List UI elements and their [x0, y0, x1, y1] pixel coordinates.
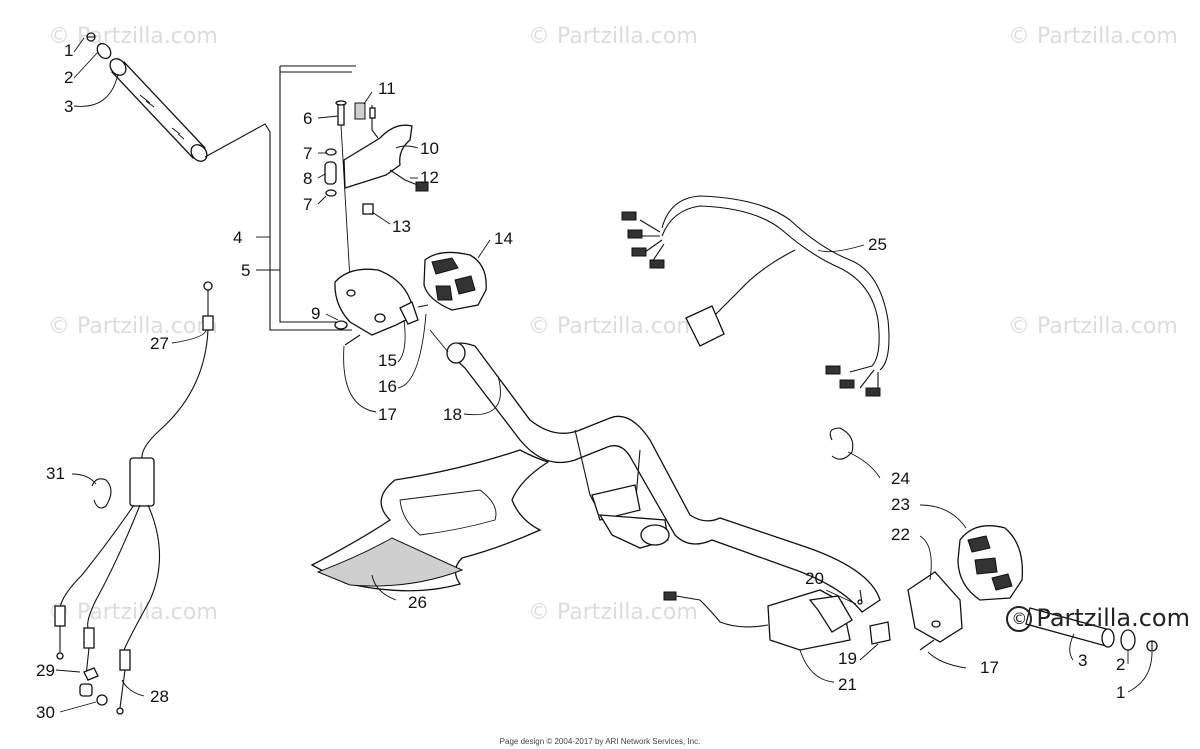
callout-2: 2 [64, 68, 73, 87]
watermark: © Partzilla.com [528, 24, 698, 49]
callout-7: 7 [303, 144, 312, 163]
callout-21: 21 [838, 675, 857, 694]
watermark: © Partzilla.com [1008, 314, 1178, 339]
callout-13: 13 [392, 217, 411, 236]
copyright-icon: © [1006, 606, 1033, 632]
callout-10: 10 [420, 139, 439, 158]
callout-12: 12 [420, 168, 439, 187]
throttle-cable-assembly [54, 281, 214, 715]
page-footer: Page design © 2004-2017 by ARI Network S… [499, 737, 701, 746]
callout-9: 9 [311, 304, 320, 323]
watermark: © Partzilla.com [528, 314, 698, 339]
callout-7: 7 [303, 195, 312, 214]
callout-16: 16 [378, 377, 397, 396]
callout-17: 17 [980, 658, 999, 677]
callout-8: 8 [303, 169, 312, 188]
callout-2: 2 [1116, 655, 1125, 674]
callout-30: 30 [36, 703, 55, 722]
callout-14: 14 [494, 229, 513, 248]
callout-20: 20 [805, 569, 824, 588]
partzilla-brand: ©Partzilla.com [1006, 604, 1190, 632]
callout-15: 15 [378, 351, 397, 370]
callout-28: 28 [150, 687, 169, 706]
left-grip-assembly [86, 32, 208, 162]
lever-hardware [324, 100, 429, 281]
callout-3: 3 [1078, 651, 1087, 670]
handlebar-pad [310, 449, 550, 592]
callout-17: 17 [378, 405, 397, 424]
watermark: © Partzilla.com [48, 314, 218, 339]
callout-5: 5 [241, 261, 250, 280]
watermark: © Partzilla.com [48, 600, 218, 625]
callout-4: 4 [233, 228, 242, 247]
watermark: © Partzilla.com [1008, 24, 1178, 49]
wiring-harness [621, 195, 890, 397]
callout-26: 26 [408, 593, 427, 612]
callout-25: 25 [868, 235, 887, 254]
callout-1: 1 [1116, 683, 1125, 702]
watermark: © Partzilla.com [48, 24, 218, 49]
callouts: 1 2 3 4 5 6 7 8 7 9 10 11 12 13 14 15 16… [36, 41, 1125, 722]
left-switch-housing [334, 251, 487, 346]
callout-6: 6 [303, 109, 312, 128]
callout-22: 22 [891, 525, 910, 544]
callout-23: 23 [891, 495, 910, 514]
callout-24: 24 [891, 469, 910, 488]
callout-27: 27 [150, 334, 169, 353]
callout-18: 18 [443, 405, 462, 424]
leader-lines [55, 37, 1153, 713]
callout-3: 3 [64, 97, 73, 116]
watermark: © Partzilla.com [528, 600, 698, 625]
grip-heater-parts [663, 589, 891, 651]
callout-19: 19 [838, 649, 857, 668]
callout-1: 1 [64, 41, 73, 60]
callout-11: 11 [378, 79, 396, 98]
callout-31: 31 [46, 464, 65, 483]
handlebar [429, 329, 881, 613]
brand-text: Partzilla.com [1036, 604, 1190, 632]
callout-29: 29 [36, 661, 55, 680]
